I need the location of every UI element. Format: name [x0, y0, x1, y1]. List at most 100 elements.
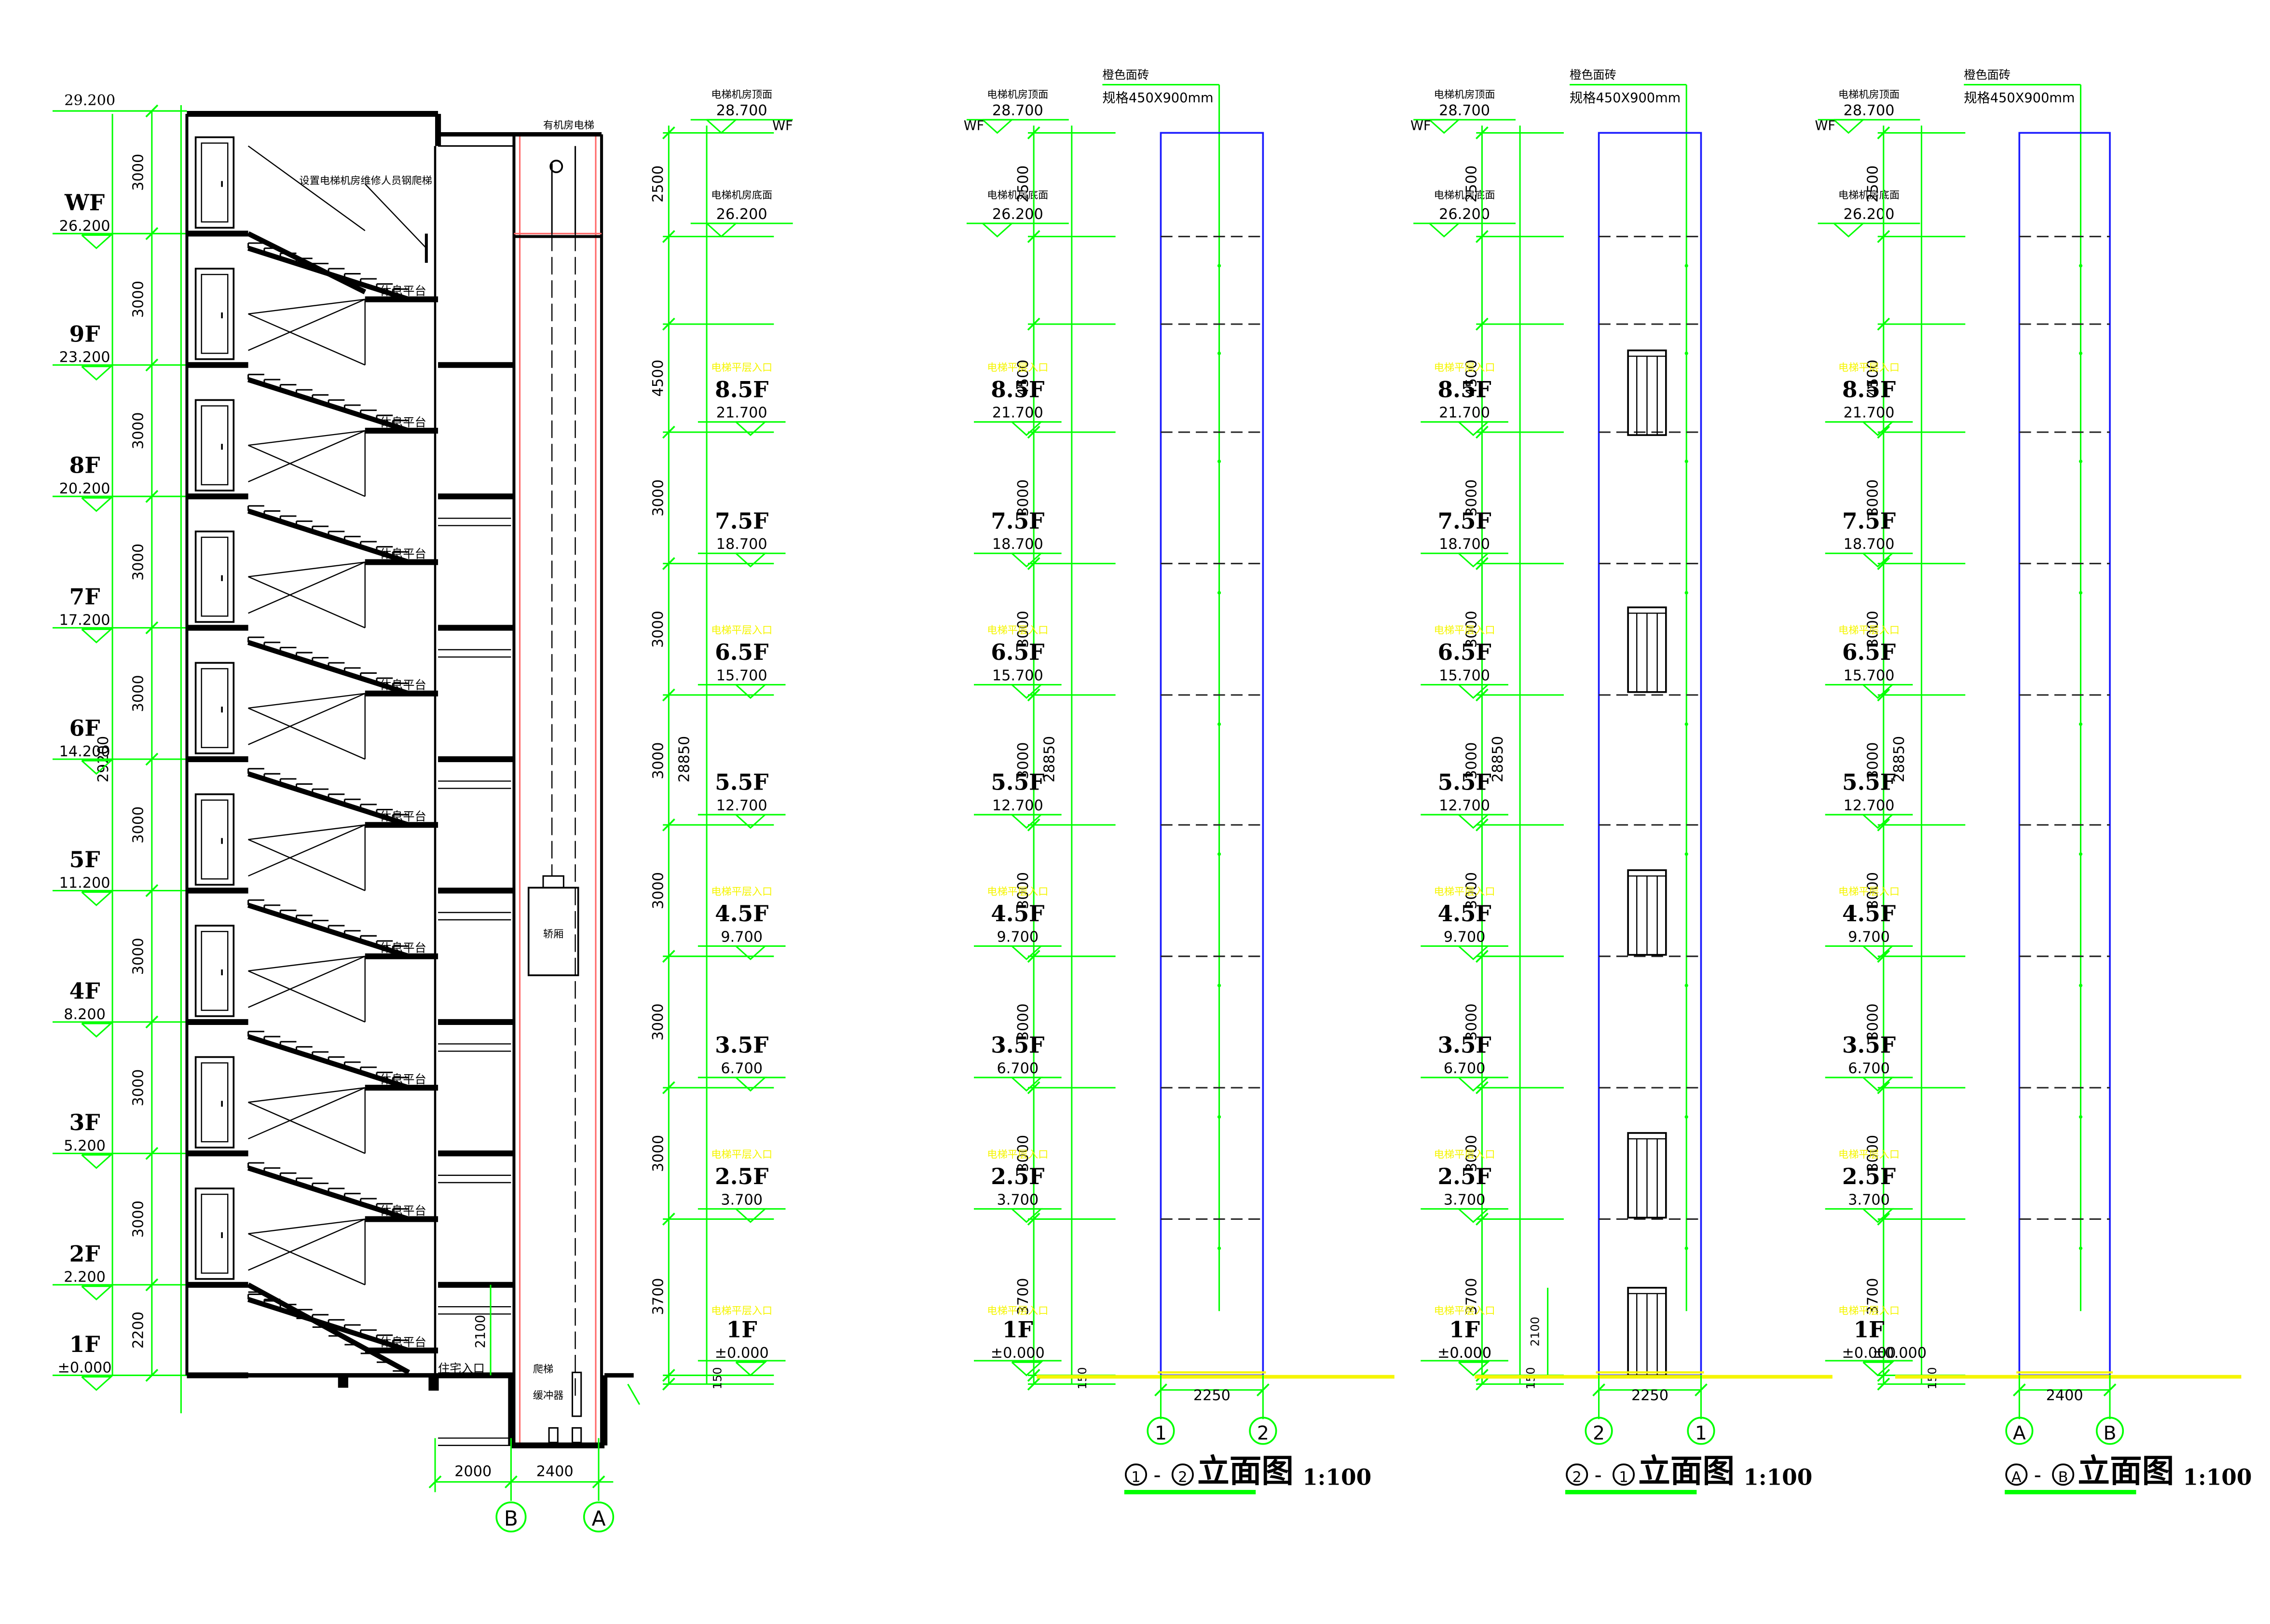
half-level-label: 3.5F — [715, 1032, 768, 1058]
far-flight — [248, 824, 366, 877]
half-level-elev: 21.700 — [1844, 405, 1895, 422]
dim-tick — [662, 1213, 675, 1226]
dim-tick — [1027, 557, 1040, 570]
material-spec: 规格450X900mm — [1570, 91, 1681, 106]
axis-right — [1249, 1417, 1277, 1445]
dim-tick — [1027, 317, 1040, 331]
title-axis: 2 — [1573, 1469, 1582, 1486]
level-marker — [1458, 552, 1490, 568]
half-level-label: 6.5F — [1842, 639, 1896, 665]
dim-tick — [1027, 818, 1040, 832]
dim-tick — [662, 1369, 675, 1382]
entrance-label: 电梯平层入口 — [987, 1304, 1048, 1316]
ground-elev-extra: ±0.000 — [1873, 1345, 1927, 1362]
dim-tick — [1476, 688, 1489, 702]
level-marker — [735, 1077, 767, 1092]
level-marker — [81, 1023, 113, 1038]
entrance-label: 电梯平层入口 — [711, 1304, 772, 1316]
entrance-label: 电梯平层入口 — [1838, 886, 1900, 898]
half-level-label: 6.5F — [1437, 639, 1491, 665]
total-dim: 28850 — [676, 736, 693, 782]
leader-dot — [2079, 852, 2083, 856]
machine-floor-elev: 26.200 — [1844, 206, 1895, 223]
half-level-elev: 3.700 — [1444, 1191, 1486, 1208]
dim-tick — [145, 358, 159, 372]
dim-value: 3000 — [1865, 872, 1882, 909]
level-marker — [81, 366, 113, 381]
half-level-label: 3.5F — [1437, 1032, 1491, 1058]
half-level-label: 6.5F — [715, 639, 768, 665]
level-marker — [81, 497, 113, 512]
door — [194, 925, 235, 1017]
level-label: 1F — [69, 1331, 100, 1357]
material-spec: 规格450X900mm — [1964, 91, 2075, 106]
dim-tick — [1877, 1378, 1890, 1391]
half-level-elev: 12.700 — [716, 797, 767, 814]
building-section: 29.20029200WF26.20030009F23.20030008F20.… — [52, 92, 641, 1533]
dim-tick — [1877, 688, 1890, 702]
dim-tick — [1695, 1383, 1708, 1397]
half-level-label: 5.5F — [991, 769, 1044, 795]
dim-value: 3000 — [1463, 742, 1480, 779]
ground-marker — [735, 1361, 767, 1377]
machine-floor-title: 电梯机房底面 — [987, 189, 1048, 201]
wf-label: WF — [1815, 118, 1835, 133]
title-bubble — [1171, 1463, 1194, 1486]
far-flight — [248, 1218, 365, 1235]
title-axis: 1 — [1131, 1469, 1140, 1486]
leader-dot — [1217, 983, 1221, 987]
half-level-elev: 12.700 — [1439, 797, 1490, 814]
dim-tick — [1877, 950, 1890, 963]
dim-tick — [1877, 1081, 1890, 1094]
dim-value: 3000 — [1463, 872, 1480, 909]
half-level-elev: 15.700 — [1439, 668, 1490, 684]
dim-tick — [1027, 1369, 1040, 1382]
header-marker — [706, 119, 738, 134]
machine-roof-elev: 28.700 — [1844, 102, 1895, 119]
far-flight — [248, 561, 365, 577]
machine-floor-title: 电梯机房底面 — [1838, 189, 1900, 201]
half-level-elev: 21.700 — [1439, 405, 1490, 422]
level-marker — [1011, 1208, 1043, 1223]
level-label: WF — [64, 190, 105, 216]
dim-tick — [1476, 950, 1489, 963]
leader-dot — [1217, 591, 1221, 595]
car-label: 轿厢 — [543, 928, 563, 940]
landing-label: 休息平台 — [380, 547, 426, 560]
half-level-elev: 12.700 — [1844, 797, 1895, 814]
half-level-label: 4.5F — [715, 901, 768, 927]
dim-tick — [1027, 688, 1040, 702]
dim-tick — [592, 1475, 605, 1488]
level-label: 3F — [69, 1109, 100, 1135]
level-elev: 20.200 — [59, 480, 110, 497]
storey-dim: 3000 — [130, 154, 147, 191]
dim-value: 3700 — [650, 1278, 667, 1315]
half-level-elev: 9.700 — [721, 928, 763, 945]
title-bubble — [1613, 1463, 1635, 1486]
level-marker — [1862, 1208, 1894, 1223]
dim-tick — [1877, 126, 1890, 139]
leader-dot — [1684, 591, 1688, 595]
pit-label: 爬梯 — [533, 1363, 553, 1375]
half-level-elev: 15.700 — [1844, 668, 1895, 684]
axis-label: 1 — [1155, 1422, 1167, 1445]
title-axis: 1 — [1619, 1469, 1628, 1486]
far-flight — [248, 299, 366, 351]
far-flight — [248, 839, 366, 891]
width-dim: 2250 — [1631, 1387, 1668, 1404]
axis-label: 2 — [1257, 1422, 1269, 1445]
level-elev: ±0.000 — [58, 1359, 112, 1376]
dim-tick — [145, 227, 159, 240]
dim-value: 3000 — [1015, 611, 1032, 648]
entrance-label: 电梯平层入口 — [1434, 1148, 1495, 1160]
dim-value: 2500 — [1463, 165, 1480, 203]
half-level-elev: 18.700 — [1844, 536, 1895, 553]
storey-dim: 3000 — [130, 806, 147, 844]
entrance-label: 电梯平层入口 — [711, 361, 772, 373]
half-level-elev: 6.700 — [721, 1060, 763, 1077]
dim-value: 3000 — [650, 872, 667, 909]
dim-tick — [1476, 1081, 1489, 1094]
header-marker — [982, 222, 1014, 238]
entrance-label: 电梯平层入口 — [1434, 886, 1495, 898]
